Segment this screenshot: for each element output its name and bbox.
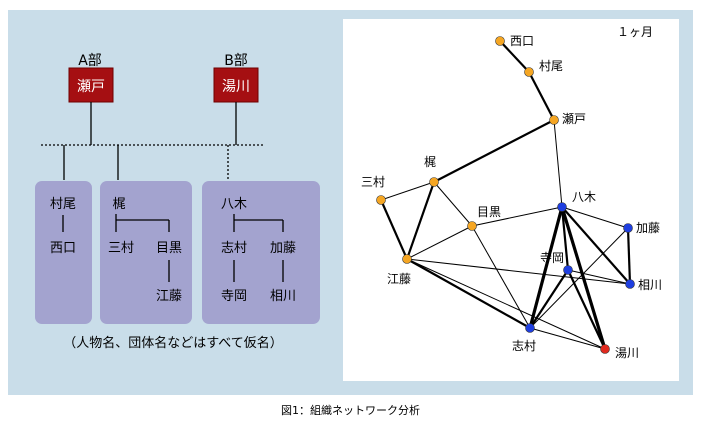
edge-kaji-eto	[405, 181, 436, 260]
edge-eto-shimura	[406, 258, 531, 329]
node-mimura	[376, 195, 386, 205]
edge-meguro-eto	[406, 225, 473, 260]
node-label-meguro: 目黒	[477, 205, 501, 219]
node-nishiguchi	[495, 36, 505, 46]
edge-mimura-eto	[379, 199, 409, 260]
member-aikawa: 相川	[270, 289, 296, 304]
member-teraoka: 寺岡	[221, 289, 247, 304]
node-murao	[524, 67, 534, 77]
node-teraoka	[563, 265, 573, 275]
node-label-murao: 村尾	[539, 59, 563, 73]
edge-eto-aikawa	[406, 258, 631, 285]
network-labels: 西口村尾瀬戸梶三村目黒江藤 八木加藤寺岡相川志村湯川	[361, 34, 662, 360]
node-label-yagi: 八木	[572, 190, 596, 204]
period-label: １ヶ月	[617, 25, 653, 39]
edge-teraoka-yukawa	[567, 269, 606, 350]
group-box-3	[202, 181, 320, 324]
node-label-aikawa: 相川	[638, 278, 662, 292]
edge-seto-kaji	[433, 119, 555, 183]
node-yukawa	[600, 344, 610, 354]
network-edges	[379, 40, 632, 350]
edge-kaji-mimura	[380, 181, 435, 201]
edge-kaji-meguro	[433, 181, 473, 227]
node-label-kato: 加藤	[636, 221, 660, 235]
node-label-nishiguchi: 西口	[510, 34, 534, 48]
node-label-seto: 瀬戸	[562, 112, 586, 126]
node-seto	[549, 115, 559, 125]
edge-kato-aikawa	[626, 227, 632, 285]
node-aikawa	[625, 279, 635, 289]
edge-yagi-kato	[561, 206, 629, 229]
edge-kato-shimura	[529, 227, 629, 329]
member-nishiguchi: 西口	[50, 241, 76, 256]
node-label-yukawa: 湯川	[615, 346, 639, 360]
org-connectors	[41, 102, 263, 180]
dept-b-head-box	[213, 67, 259, 103]
figure-caption: 図1：組織ネットワーク分析	[281, 404, 420, 417]
node-yagi	[557, 202, 567, 212]
edge-yagi-shimura	[528, 206, 564, 329]
edge-eto-yukawa	[406, 258, 606, 350]
node-shimura	[525, 323, 535, 333]
node-meguro	[467, 221, 477, 231]
node-label-shimura: 志村	[512, 339, 536, 353]
member-eto: 江藤	[156, 289, 182, 304]
member-kato: 加藤	[270, 241, 296, 256]
network-panel: １ヶ月 西口村尾瀬戸梶三村目黒江藤 八木加藤寺岡相川志村湯川	[343, 19, 679, 381]
dept-b-label: B部	[224, 53, 248, 69]
edge-teraoka-aikawa	[567, 269, 631, 285]
network-diagram: １ヶ月 西口村尾瀬戸梶三村目黒江藤 八木加藤寺岡相川志村湯川	[361, 25, 662, 360]
node-label-mimura: 三村	[361, 175, 385, 189]
edge-murao-seto	[528, 71, 555, 121]
network-nodes	[376, 36, 635, 354]
leader-yagi: 八木	[221, 197, 247, 212]
member-mimura: 三村	[108, 241, 134, 256]
member-meguro: 目黒	[156, 241, 182, 256]
edge-teraoka-shimura	[529, 269, 569, 329]
node-label-kaji: 梶	[424, 155, 436, 169]
group-box-1	[35, 181, 92, 324]
dept-a-head-box	[68, 67, 114, 103]
edge-seto-yagi	[553, 119, 563, 208]
edge-meguro-yagi	[471, 206, 563, 227]
edge-yagi-aikawa	[561, 206, 631, 285]
node-eto	[402, 254, 412, 264]
org-chart: A部 B部 瀬戸 湯川 村尾 西口 梶 三村 目黒 江藤 八木 志村 加藤 寺	[35, 53, 320, 351]
edge-nishiguchi-murao	[499, 40, 530, 73]
group-box-2	[100, 181, 192, 324]
edge-yagi-yukawa	[560, 206, 607, 350]
leader-kaji: 梶	[112, 197, 125, 212]
node-kato	[623, 223, 633, 233]
node-label-teraoka: 寺岡	[540, 251, 564, 265]
node-label-eto: 江藤	[387, 272, 411, 286]
names-note: （人物名、団体名などはすべて仮名）	[63, 335, 283, 351]
dept-a-head: 瀬戸	[77, 79, 105, 95]
member-murao: 村尾	[50, 197, 76, 212]
edge-shimura-yukawa	[529, 327, 606, 350]
dept-b-head: 湯川	[222, 78, 250, 95]
dept-a-label: A部	[78, 53, 102, 69]
edge-yagi-teraoka	[560, 206, 570, 271]
member-shimura: 志村	[221, 241, 247, 256]
node-kaji	[429, 177, 439, 187]
